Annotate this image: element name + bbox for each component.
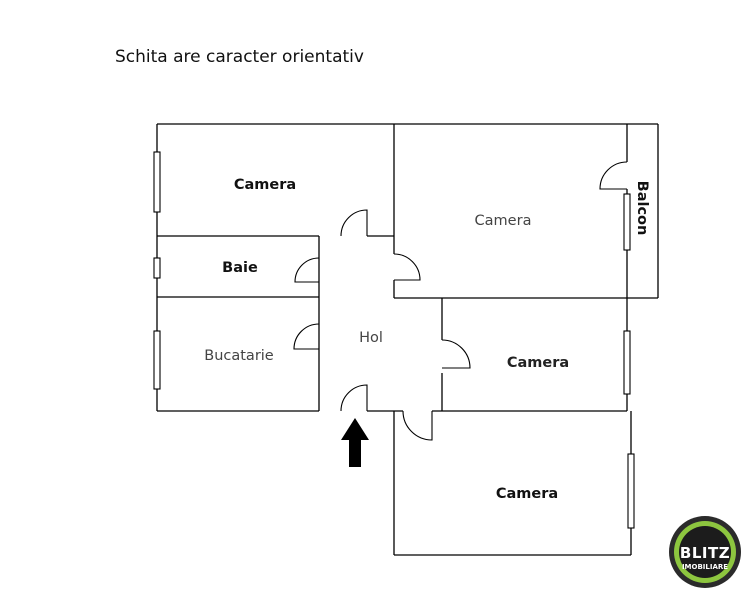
room-label-balcon: Balcon <box>634 181 650 236</box>
plan-title: Schita are caracter orientativ <box>115 47 364 67</box>
logo-sub: IMOBILIARE <box>682 563 728 571</box>
room-label-baie: Baie <box>222 260 258 276</box>
doors <box>293 161 628 441</box>
logo-name: BLITZ <box>680 544 730 562</box>
room-label-hol: Hol <box>359 330 383 346</box>
room-label-camera-top-right: Camera <box>475 213 532 229</box>
room-label-camera-middle-right: Camera <box>507 355 569 371</box>
windows <box>153 151 635 529</box>
up-arrow-icon <box>341 418 369 467</box>
room-label-camera-bottom: Camera <box>496 486 558 502</box>
room-label-bucatarie: Bucatarie <box>204 348 274 364</box>
blitz-logo: BLITZ IMOBILIARE <box>669 516 741 588</box>
room-label-camera-top-left: Camera <box>234 177 296 193</box>
walls <box>156 123 659 556</box>
